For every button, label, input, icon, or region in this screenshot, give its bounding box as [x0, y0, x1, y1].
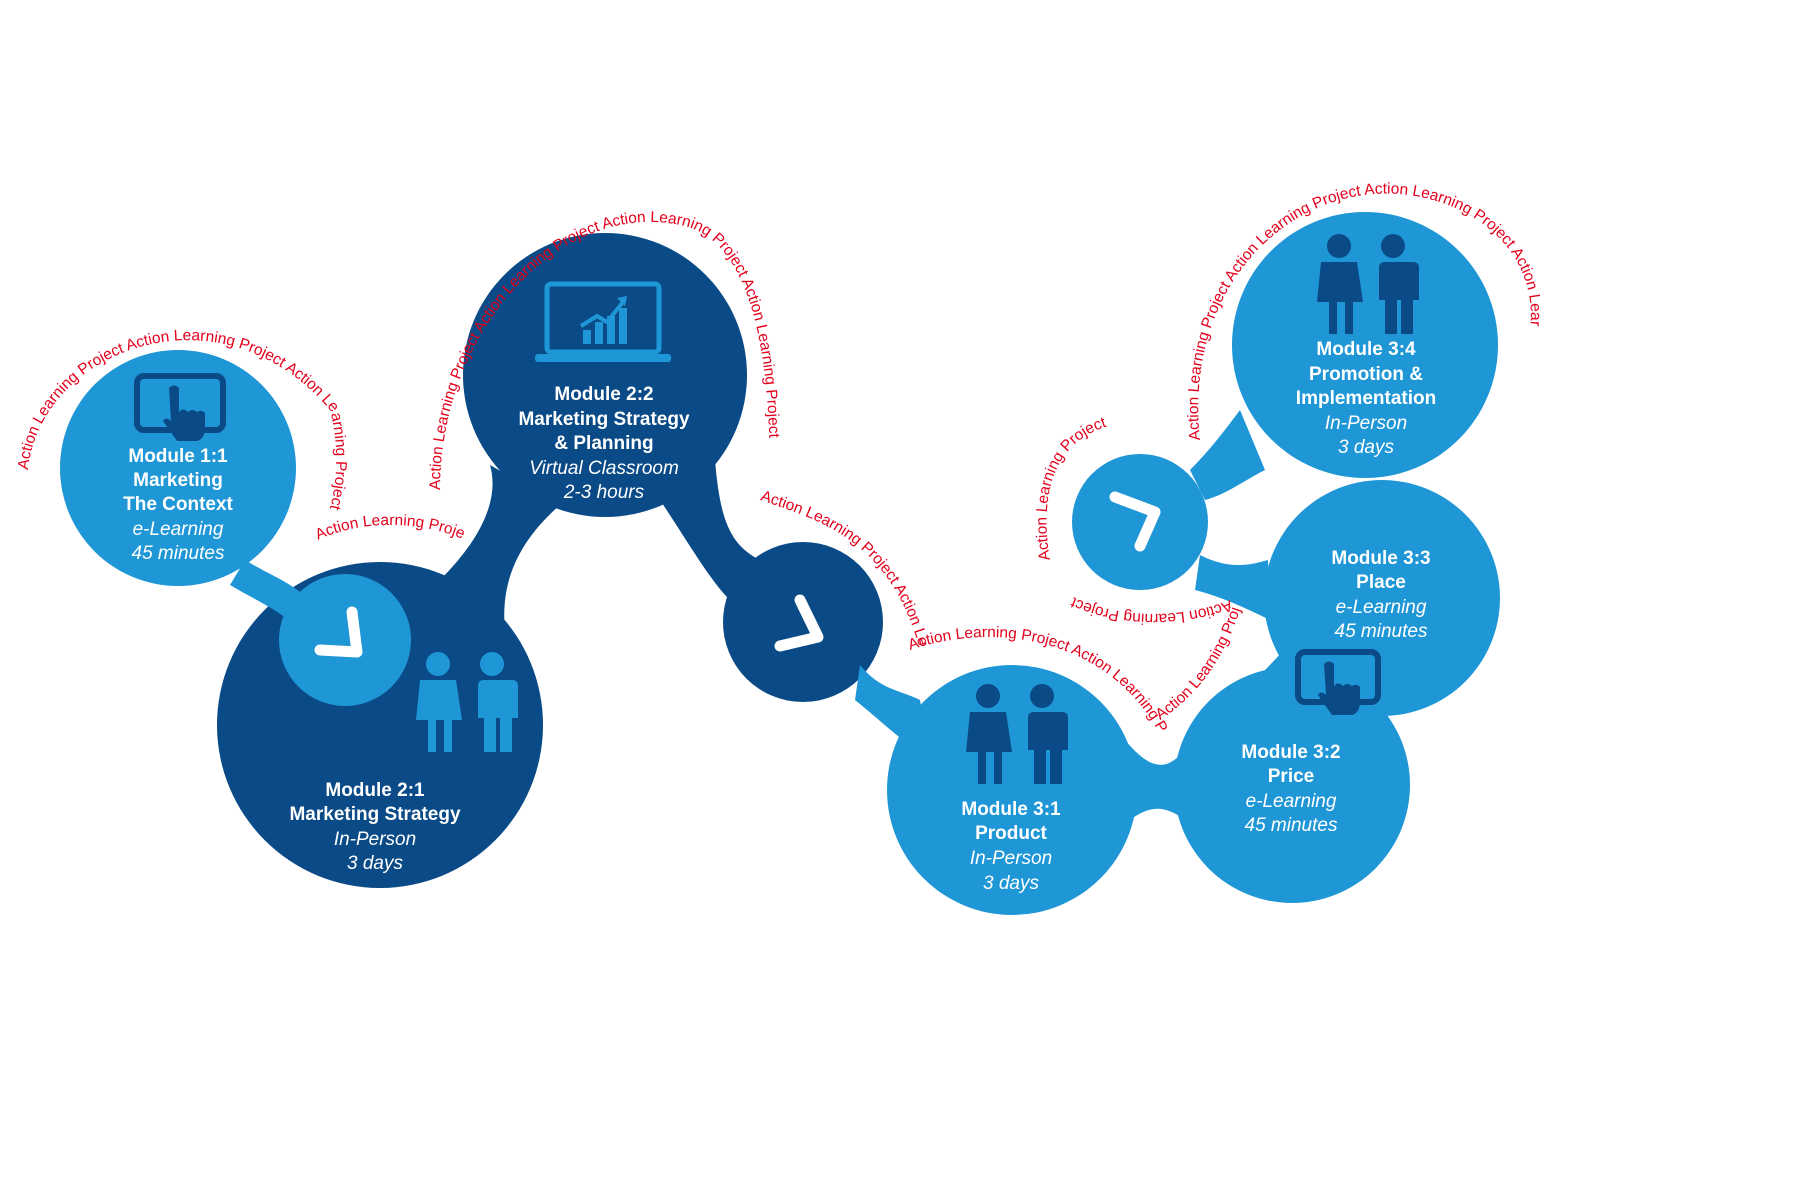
people-icon: [1317, 234, 1419, 334]
module-2-2-label: Module 2:2 Marketing Strategy & Planning…: [518, 384, 689, 503]
module-duration: 45 minutes: [1245, 815, 1338, 836]
module-name: Product: [975, 823, 1047, 844]
module-name: Implementation: [1296, 388, 1436, 409]
module-3-2-label: Module 3:2 Price e-Learning 45 minutes: [1241, 742, 1340, 836]
module-3-4-circle: [1232, 212, 1498, 478]
connector-1-1-to-clock: [230, 560, 300, 630]
connector-3-3-to-clock: [1195, 555, 1270, 620]
clock-node-3-circle: [1072, 454, 1208, 590]
tablet-touch-icon: [1295, 649, 1381, 715]
module-duration: 3 days: [983, 873, 1039, 894]
module-duration: 45 minutes: [1335, 621, 1428, 642]
module-2-1-label: Module 2:1 Marketing Strategy In-Person …: [289, 780, 460, 874]
module-name: Marketing: [133, 470, 223, 491]
module-duration: 2-3 hours: [563, 482, 645, 503]
module-1-1-label: Module 1:1 Marketing The Context e-Learn…: [123, 446, 233, 564]
connector-3-2-to-3-3: [1255, 640, 1330, 710]
module-title: Module 3:3: [1331, 548, 1430, 569]
module-title: Module 2:1: [325, 780, 425, 801]
laptop-chart-icon: [535, 281, 671, 362]
module-title: Module 2:2: [554, 384, 653, 405]
module-duration: 45 minutes: [132, 543, 225, 564]
module-duration: 3 days: [1338, 437, 1394, 458]
module-3-1-circle: [887, 665, 1137, 915]
module-format: In-Person: [334, 829, 416, 850]
module-name: & Planning: [554, 433, 653, 454]
module-name: Place: [1356, 572, 1406, 593]
module-duration: 3 days: [347, 853, 403, 874]
module-name: Marketing Strategy: [518, 409, 689, 430]
light-shape-group: [60, 212, 1500, 915]
module-format: e-Learning: [133, 519, 224, 540]
module-3-2-circle: [1174, 667, 1410, 903]
module-3-1-label: Module 3:1 Product In-Person 3 days: [961, 799, 1061, 894]
connector-2-1-to-2-2: [440, 465, 560, 660]
module-format: e-Learning: [1336, 597, 1427, 618]
module-format: In-Person: [1325, 413, 1407, 434]
module-format: Virtual Classroom: [529, 458, 679, 479]
connector-clock-to-3-4: [1190, 410, 1265, 500]
clock-icon: [314, 606, 363, 658]
connector-clock-to-3-1: [855, 665, 930, 760]
connector-2-2-to-clock: [660, 460, 760, 620]
clock-icon: [774, 594, 824, 652]
module-3-3-circle: [1264, 480, 1500, 716]
module-name: Price: [1268, 766, 1314, 787]
tablet-touch-icon: [134, 373, 226, 441]
module-name: Marketing Strategy: [289, 804, 460, 825]
module-format: In-Person: [970, 848, 1052, 869]
module-title: Module 3:2: [1241, 742, 1340, 763]
module-2-2-circle: [463, 233, 747, 517]
module-title: Module 3:4: [1316, 339, 1416, 360]
clock-node-2-circle: [723, 542, 883, 702]
module-name: The Context: [123, 494, 233, 515]
people-icon: [966, 684, 1068, 784]
clock-node-1-circle: [279, 574, 411, 706]
module-format: e-Learning: [1246, 791, 1337, 812]
module-title: Module 3:1: [961, 799, 1061, 820]
ribbon-text: Action Learning Project: [1068, 593, 1235, 627]
connector-3-1-to-3-2: [1125, 740, 1185, 820]
people-icon: [416, 652, 518, 752]
clock-icon: [1109, 491, 1161, 552]
module-3-4-label: Module 3:4 Promotion & Implementation In…: [1296, 339, 1436, 458]
dark-shape-group: [217, 233, 883, 888]
module-3-3-label: Module 3:3 Place e-Learning 45 minutes: [1331, 548, 1430, 642]
module-title: Module 1:1: [128, 446, 228, 467]
module-1-1-circle: [60, 350, 296, 586]
learning-journey-diagram: Module 1:1 Marketing The Context e-Learn…: [0, 0, 1544, 915]
module-name: Promotion &: [1309, 364, 1423, 385]
